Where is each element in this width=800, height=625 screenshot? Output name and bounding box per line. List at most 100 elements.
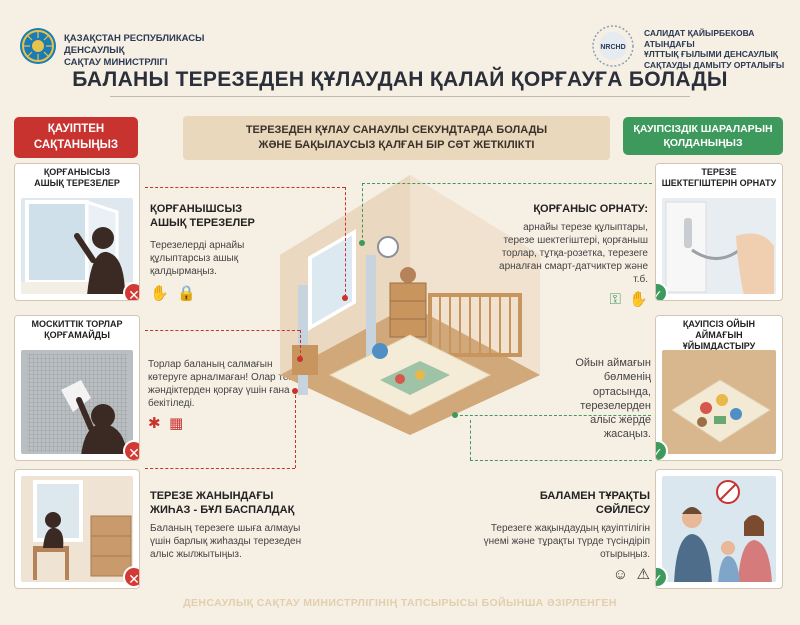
danger-3-heading-line2: ЖИҺАЗ - БҰЛ БАСПАЛДАҚ: [150, 503, 295, 516]
connector-dot: [342, 295, 348, 301]
connector-line: [300, 330, 301, 358]
center-name: САЛИДАТ ҚАЙЫРБЕКОВА АТЫНДАҒЫ ҰЛТТЫҚ ҒЫЛЫ…: [644, 28, 794, 71]
title-divider: [110, 96, 690, 97]
safety-tag-line1: ҚАУІПСІЗДІК ШАРАЛАРЫН: [633, 123, 773, 135]
measure-3-text-block: БАЛАМЕН ТҰРАҚТЫ СӨЙЛЕСУ Терезеге жақында…: [476, 490, 650, 584]
danger-card-open-windows: ҚОРҒАНЫСЫЗ АШЫҚ ТЕРЕЗЕЛЕР ✕: [14, 163, 140, 301]
measure-3-icons: ☺ ⚠: [476, 565, 650, 584]
connector-dot: [292, 388, 298, 394]
center-name-line1: САЛИДАТ ҚАЙЫРБЕКОВА АТЫНДАҒЫ: [644, 28, 755, 49]
danger-card-2-label: МОСКИТТІК ТОРЛАР ҚОРҒАМАЙДЫ: [15, 316, 139, 344]
measure-card-window-limiters: ТЕРЕЗЕ ШЕКТЕГІШТЕРІН ОРНАТУ ✓: [655, 163, 783, 301]
play-area-illustration: [662, 350, 776, 454]
connector-line: [145, 187, 345, 188]
danger-card-furniture: ✕: [14, 469, 140, 589]
center-name-line3: САҚТАУДЫ ДАМЫТУ ОРТАЛЫҒЫ: [644, 59, 785, 70]
parent-talking-illustration: [662, 476, 776, 582]
danger-3-heading: ТЕРЕЗЕ ЖАНЫНДАҒЫ ЖИҺАЗ - БҰЛ БАСПАЛДАҚ: [150, 490, 320, 518]
beware-tag-line1: ҚАУІПТЕН: [47, 123, 105, 135]
danger-3-heading-line1: ТЕРЕЗЕ ЖАНЫНДАҒЫ: [150, 490, 274, 502]
ok-check-badge-icon: ✓: [656, 282, 668, 300]
measure-card-1-label-line1: ТЕРЕЗЕ: [701, 167, 737, 177]
measure-2-description: Ойын аймағын бөлменің ортасында, терезел…: [575, 357, 651, 441]
hand-icon: ✋: [629, 290, 648, 308]
connector-line: [362, 183, 363, 243]
mosquito-icon: ✱: [148, 415, 161, 432]
danger-3-description: Баланың терезеге шыға алмауы үшін барлық…: [150, 522, 302, 560]
measure-card-1-label: ТЕРЕЗЕ ШЕКТЕГІШТЕРІН ОРНАТУ: [656, 164, 782, 192]
connector-line: [362, 183, 652, 184]
connector-line: [455, 415, 651, 416]
danger-1-heading: ҚОРҒАНЫШСЫЗ АШЫҚ ТЕРЕЗЕЛЕР: [150, 203, 290, 231]
nrchd-logo-icon: NRCHD: [587, 22, 639, 70]
beware-danger-tag: ҚАУІПТЕН САҚТАНЫҢЫЗ: [14, 117, 138, 159]
measure-card-talking: ✓: [655, 469, 783, 589]
safety-tag-line2: ҚОЛДАНЫҢЫЗ: [663, 137, 743, 150]
danger-1-heading-line1: ҚОРҒАНЫШСЫЗ: [150, 203, 243, 215]
measure-card-play-area: ҚАУІПСІЗ ОЙЫН АЙМАҒЫН ҰЙЫМДАСТЫРУ ✓: [655, 315, 783, 461]
danger-card-1-label-line2: АШЫҚ ТЕРЕЗЕЛЕР: [34, 177, 120, 188]
banner-line2: ЖӘНЕ БАҚЫЛАУСЫЗ ҚАЛҒАН БІР СӘТ ЖЕТКІЛІКТ…: [258, 139, 535, 152]
beware-tag-line2: САҚТАНЫҢЫЗ: [33, 138, 119, 151]
key-icon: ⚿: [609, 290, 621, 308]
measure-3-heading: БАЛАМЕН ТҰРАҚТЫ СӨЙЛЕСУ: [476, 490, 650, 518]
hand-stop-icon: ✋: [150, 284, 169, 302]
danger-3-text-block: ТЕРЕЗЕ ЖАНЫНДАҒЫ ЖИҺАЗ - БҰЛ БАСПАЛДАҚ Б…: [150, 490, 320, 561]
ministry-emblem-icon: [18, 26, 58, 66]
danger-card-1-label: ҚОРҒАНЫСЫЗ АШЫҚ ТЕРЕЗЕЛЕР: [15, 164, 139, 192]
danger-2-text-block: Торлар баланың салмағын көтеруге арналма…: [148, 358, 298, 433]
danger-1-icons: ✋ 🔒: [150, 284, 290, 303]
warning-banner: ТЕРЕЗЕДЕН ҚҰЛАУ САНАУЛЫ СЕКУНДТАРДА БОЛА…: [183, 116, 610, 160]
page-title: БАЛАНЫ ТЕРЕЗЕДЕН ҚҰЛАУДАН ҚАЛАЙ ҚОРҒАУҒА…: [72, 68, 728, 91]
measure-1-text-block: ҚОРҒАНЫС ОРНАТУ: арнайы терезе құлыптары…: [496, 203, 648, 309]
connector-line: [145, 468, 295, 469]
connector-dot: [359, 240, 365, 246]
danger-1-text-block: ҚОРҒАНЫШСЫЗ АШЫҚ ТЕРЕЗЕЛЕР Терезелерді а…: [150, 203, 290, 303]
danger-card-2-label-line1: МОСКИТТІК ТОРЛАР: [31, 319, 123, 329]
mosquito-net-child-illustration: [21, 350, 133, 454]
warning-icon: ⚠: [636, 565, 650, 583]
danger-x-badge-icon: ✕: [123, 566, 139, 588]
danger-x-badge-icon: ✕: [123, 282, 139, 300]
safety-measures-tag: ҚАУІПСІЗДІК ШАРАЛАРЫН ҚОЛДАНЫҢЫЗ: [623, 117, 783, 156]
lock-icon: 🔒: [177, 284, 196, 302]
open-window-child-illustration: [21, 198, 133, 294]
ministry-name-line2: САҚТАУ МИНИСТРЛІГІ: [64, 56, 168, 68]
measure-card-2-label-line2: АЙМАҒЫН ҰЙЫМДАСТЫРУ: [682, 329, 756, 351]
ministry-name-line1: ҚАЗАҚСТАН РЕСПУБЛИКАСЫ ДЕНСАУЛЫҚ: [64, 33, 205, 56]
measure-card-1-label-line2: ШЕКТЕГІШТЕРІН ОРНАТУ: [661, 177, 777, 188]
danger-card-mosquito-nets: МОСКИТТІК ТОРЛАР ҚОРҒАМАЙДЫ ✕: [14, 315, 140, 461]
connector-dot: [297, 356, 303, 362]
center-name-line2: ҰЛТТЫҚ ҒЫЛЫМИ ДЕНСАУЛЫҚ: [644, 49, 778, 60]
connector-line: [295, 390, 296, 468]
speaking-head-icon: ☺: [612, 565, 629, 583]
danger-x-badge-icon: ✕: [123, 440, 139, 460]
measure-3-description: Терезеге жақындаудың қауіптілігін үнемі …: [483, 522, 650, 560]
measure-card-2-label: ҚАУІПСІЗ ОЙЫН АЙМАҒЫН ҰЙЫМДАСТЫРУ: [656, 316, 782, 355]
connector-dot: [452, 412, 458, 418]
measure-1-description: арнайы терезе құлыптары, терезе шектегіш…: [499, 221, 648, 285]
footer-credit: ДЕНСАУЛЫҚ САҚТАУ МИНИСТРЛІГІНІҢ ТАПСЫРЫС…: [183, 597, 617, 609]
danger-2-description: Торлар баланың салмағын көтеруге арналма…: [148, 359, 293, 409]
measure-card-2-label-line1: ҚАУІПСІЗ ОЙЫН: [682, 319, 756, 329]
banner-line1: ТЕРЕЗЕДЕН ҚҰЛАУ САНАУЛЫ СЕКУНДТАРДА БОЛА…: [245, 124, 548, 136]
ministry-name: ҚАЗАҚСТАН РЕСПУБЛИКАСЫ ДЕНСАУЛЫҚ САҚТАУ …: [64, 33, 264, 69]
measure-3-heading-line1: БАЛАМЕН ТҰРАҚТЫ: [539, 490, 650, 502]
measure-2-text-block: Ойын аймағын бөлменің ортасында, терезел…: [555, 356, 651, 442]
nrchd-logo-text: NRCHD: [600, 44, 625, 51]
danger-card-2-label-line2: ҚОРҒАМАЙДЫ: [44, 329, 110, 340]
connector-line: [470, 420, 471, 460]
connector-line: [145, 330, 300, 331]
ok-check-badge-icon: ✓: [656, 440, 668, 460]
danger-1-description: Терезелерді арнайы құлыптарсыз ашық қалд…: [150, 239, 245, 277]
danger-1-heading-line2: АШЫҚ ТЕРЕЗЕЛЕР: [150, 216, 255, 229]
connector-line: [470, 460, 652, 461]
net-crossed-icon: ▦: [169, 415, 184, 432]
measure-1-heading: ҚОРҒАНЫС ОРНАТУ:: [533, 203, 648, 215]
measure-3-heading-line2: СӨЙЛЕСУ: [595, 503, 650, 516]
measure-1-icons: ⚿ ✋: [496, 290, 648, 309]
danger-2-icons: ✱ ▦: [148, 414, 298, 433]
window-limiter-illustration: [662, 198, 776, 294]
connector-line: [345, 187, 346, 297]
furniture-near-window-illustration: [21, 476, 133, 582]
